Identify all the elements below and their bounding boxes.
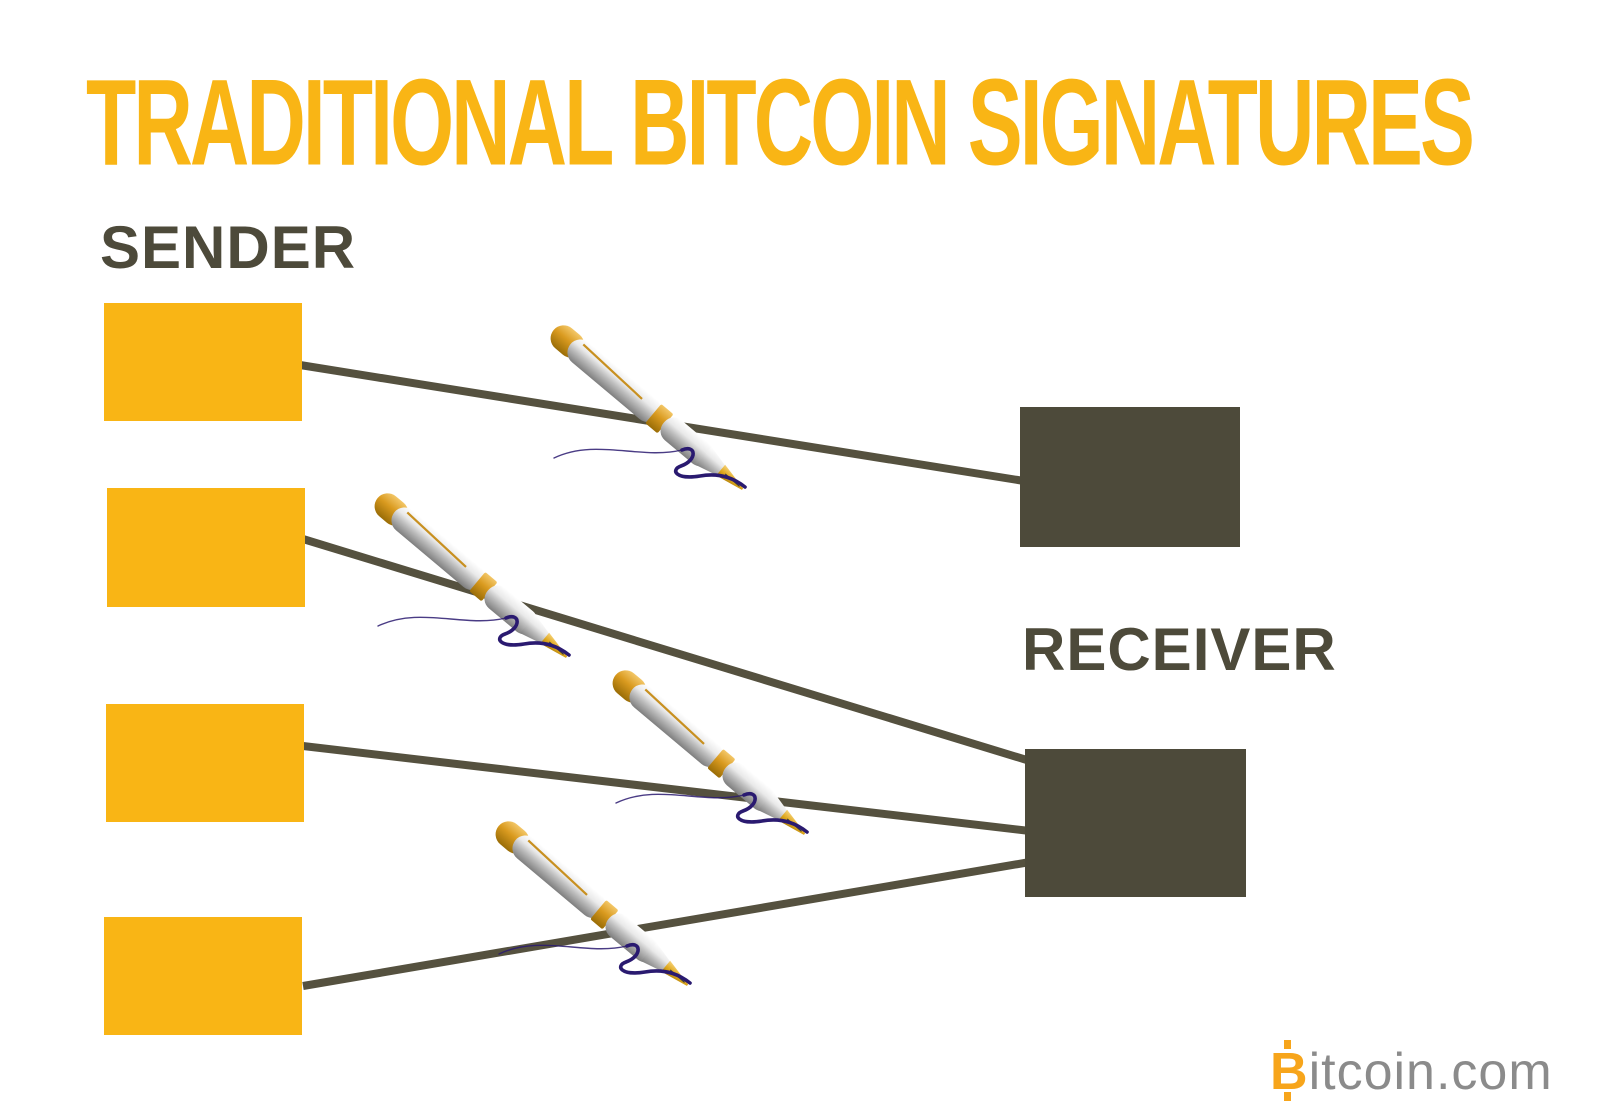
sender-box-2 <box>107 488 305 607</box>
sender-label: SENDER <box>100 214 357 281</box>
bitcoin-b-prong-top <box>1284 1040 1291 1049</box>
sender-box-3 <box>106 704 304 822</box>
bitcoin-com-logo: B itcoin.com <box>1270 1040 1553 1101</box>
connector-line-4 <box>302 858 1031 990</box>
connector-line-2 <box>301 535 1032 765</box>
receiver-box-1 <box>1020 407 1240 547</box>
bitcoin-b-icon: B <box>1270 1040 1308 1101</box>
pen-signature-icon-1 <box>548 318 754 500</box>
page-title: TRADITIONAL BITCOIN SIGNATURES <box>86 53 1475 191</box>
receiver-label: RECEIVER <box>1022 616 1337 683</box>
bitcoin-b-prong-bottom <box>1284 1092 1291 1101</box>
receiver-box-2 <box>1025 749 1246 897</box>
pen-signature-icon-2 <box>372 486 578 668</box>
bitcoin-b-letter: B <box>1270 1043 1308 1101</box>
connector-line-3 <box>302 742 1031 835</box>
logo-text: itcoin.com <box>1308 1043 1553 1101</box>
pen-signature-icon-4 <box>493 814 699 996</box>
sender-box-4 <box>104 917 302 1035</box>
sender-box-1 <box>104 303 302 421</box>
